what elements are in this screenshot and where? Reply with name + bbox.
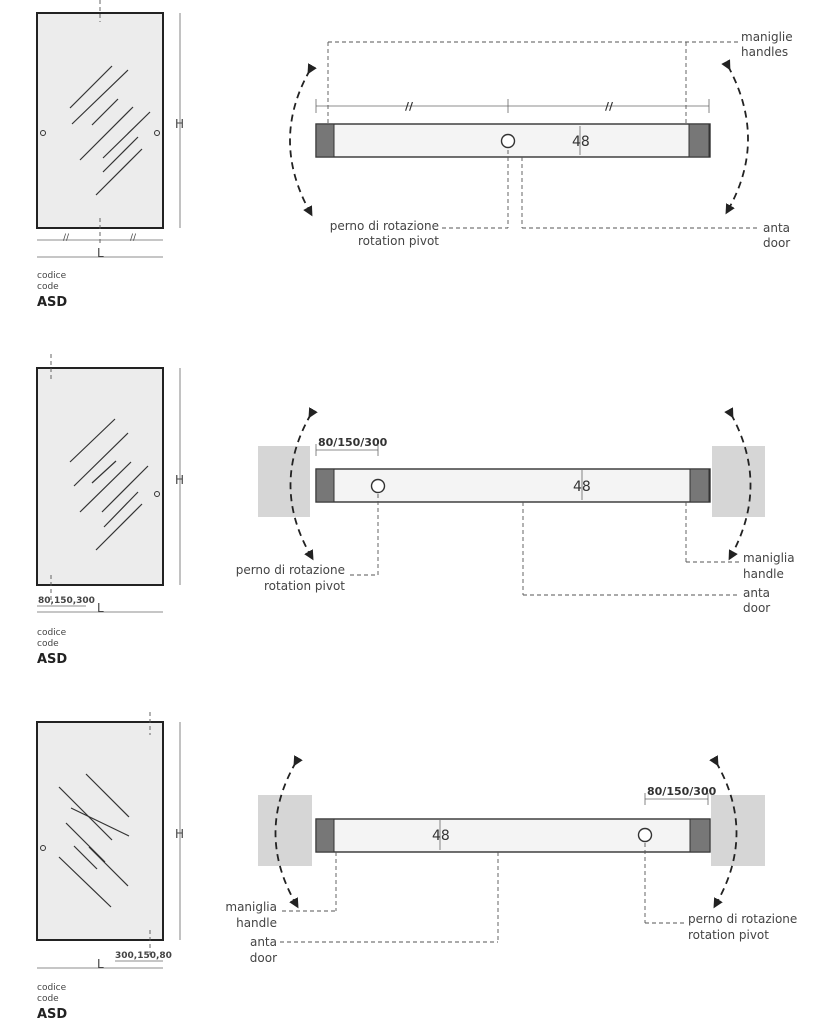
door-en-label-3: door [250,951,277,965]
code-en-3: code [37,994,59,1004]
glass-door-3 [36,721,164,941]
offset-label-3: 300,150,80 [115,951,172,961]
pivot-circle-3 [637,827,653,843]
swing-arc-left-1 [289,63,317,217]
code-it-3: codice [37,983,67,993]
handle-block-left-2 [315,468,335,503]
plan-offset-label-3: 80/150/300 [647,785,717,798]
handle-dot-left-1 [40,130,46,136]
offset-label-2: 80,150,300 [38,596,95,606]
l-label-1: L [97,246,104,260]
handles-en-label-1: handles [741,45,788,59]
code-value-1: ASD [37,295,67,310]
code-en-1: code [37,282,59,292]
handle-it-label-3: maniglia [225,900,277,914]
handle-block-right-3 [689,818,711,853]
door-en-label-1: door [763,236,790,250]
pivot-en-label-1: rotation pivot [358,234,439,248]
handles-it-label-1: maniglie [741,30,793,44]
wall-right-2 [712,446,765,517]
pivot-it-label-3: perno di rotazione [688,912,797,926]
glass-decoration-3 [58,773,130,908]
code-en-2: code [37,639,59,649]
pivot-circle-1 [500,133,516,149]
half-mark-left-1: // [63,233,70,243]
door-it-label-3: anta [250,935,277,949]
elevation-3: H 300,150,80 L [36,712,184,971]
handle-it-label-2: maniglia [743,551,795,565]
pivot-it-label-1: perno di rotazione [330,219,439,233]
swing-arc-right-3 [709,755,738,909]
glass-door-1 [36,12,164,229]
swing-arc-left-2 [289,407,318,561]
glass-door-2 [36,367,164,586]
handle-en-label-2: handle [743,567,784,581]
half-mark-right-1: // [130,233,137,243]
plan-3: 80/150/300 48 [258,755,765,943]
handle-dot-3 [40,845,46,851]
handle-block-right-1 [688,123,710,158]
plan-1: // // 48 [289,41,758,229]
code-value-3: ASD [37,1007,67,1022]
glass-decoration-2 [69,418,149,551]
thickness-label-2: 48 [573,479,591,495]
pivot-en-label-2: rotation pivot [264,579,345,593]
pivot-circle-2 [370,478,386,494]
panel-1: H // // L codice code ASD // // 48 [36,0,793,310]
code-it-1: codice [37,271,67,281]
wall-left-2 [258,446,310,517]
handle-dot-2 [154,491,160,497]
handle-block-left-1 [315,123,335,158]
panel-2: H 80,150,300 L codice code ASD 80/150/30… [36,354,795,667]
plan-half-mark-right-1: // [605,100,614,113]
door-it-label-1: anta [763,221,790,235]
code-it-2: codice [37,628,67,638]
plan-half-mark-left-1: // [405,100,414,113]
panel-3: H 300,150,80 L codice code ASD 80/150/30… [36,712,797,1022]
handle-en-label-3: handle [236,916,277,930]
code-value-2: ASD [37,652,67,667]
handle-block-right-2 [689,468,710,503]
h-label-2: H [175,473,184,487]
swing-arc-left-3 [274,755,303,909]
plan-2: 80/150/300 48 [258,407,765,596]
door-it-label-2: anta [743,586,770,600]
glass-decoration-1 [69,65,151,196]
handle-dot-right-1 [154,130,160,136]
thickness-label-3: 48 [432,828,450,844]
wall-left-3 [258,795,312,866]
handle-block-left-3 [315,818,335,853]
door-en-label-2: door [743,601,770,615]
wall-right-3 [711,795,765,866]
h-label-1: H [175,117,184,131]
pivot-it-label-2: perno di rotazione [236,563,345,577]
swing-arc-right-2 [724,407,752,561]
l-label-2: L [97,601,104,615]
thickness-label-1: 48 [572,134,590,150]
pivot-en-label-3: rotation pivot [688,928,769,942]
h-label-3: H [175,827,184,841]
elevation-1: H // // L [36,0,184,260]
l-label-3: L [97,957,104,971]
plan-offset-label-2: 80/150/300 [318,436,388,449]
swing-arc-right-1 [721,59,749,215]
elevation-2: H 80,150,300 L [36,354,184,615]
